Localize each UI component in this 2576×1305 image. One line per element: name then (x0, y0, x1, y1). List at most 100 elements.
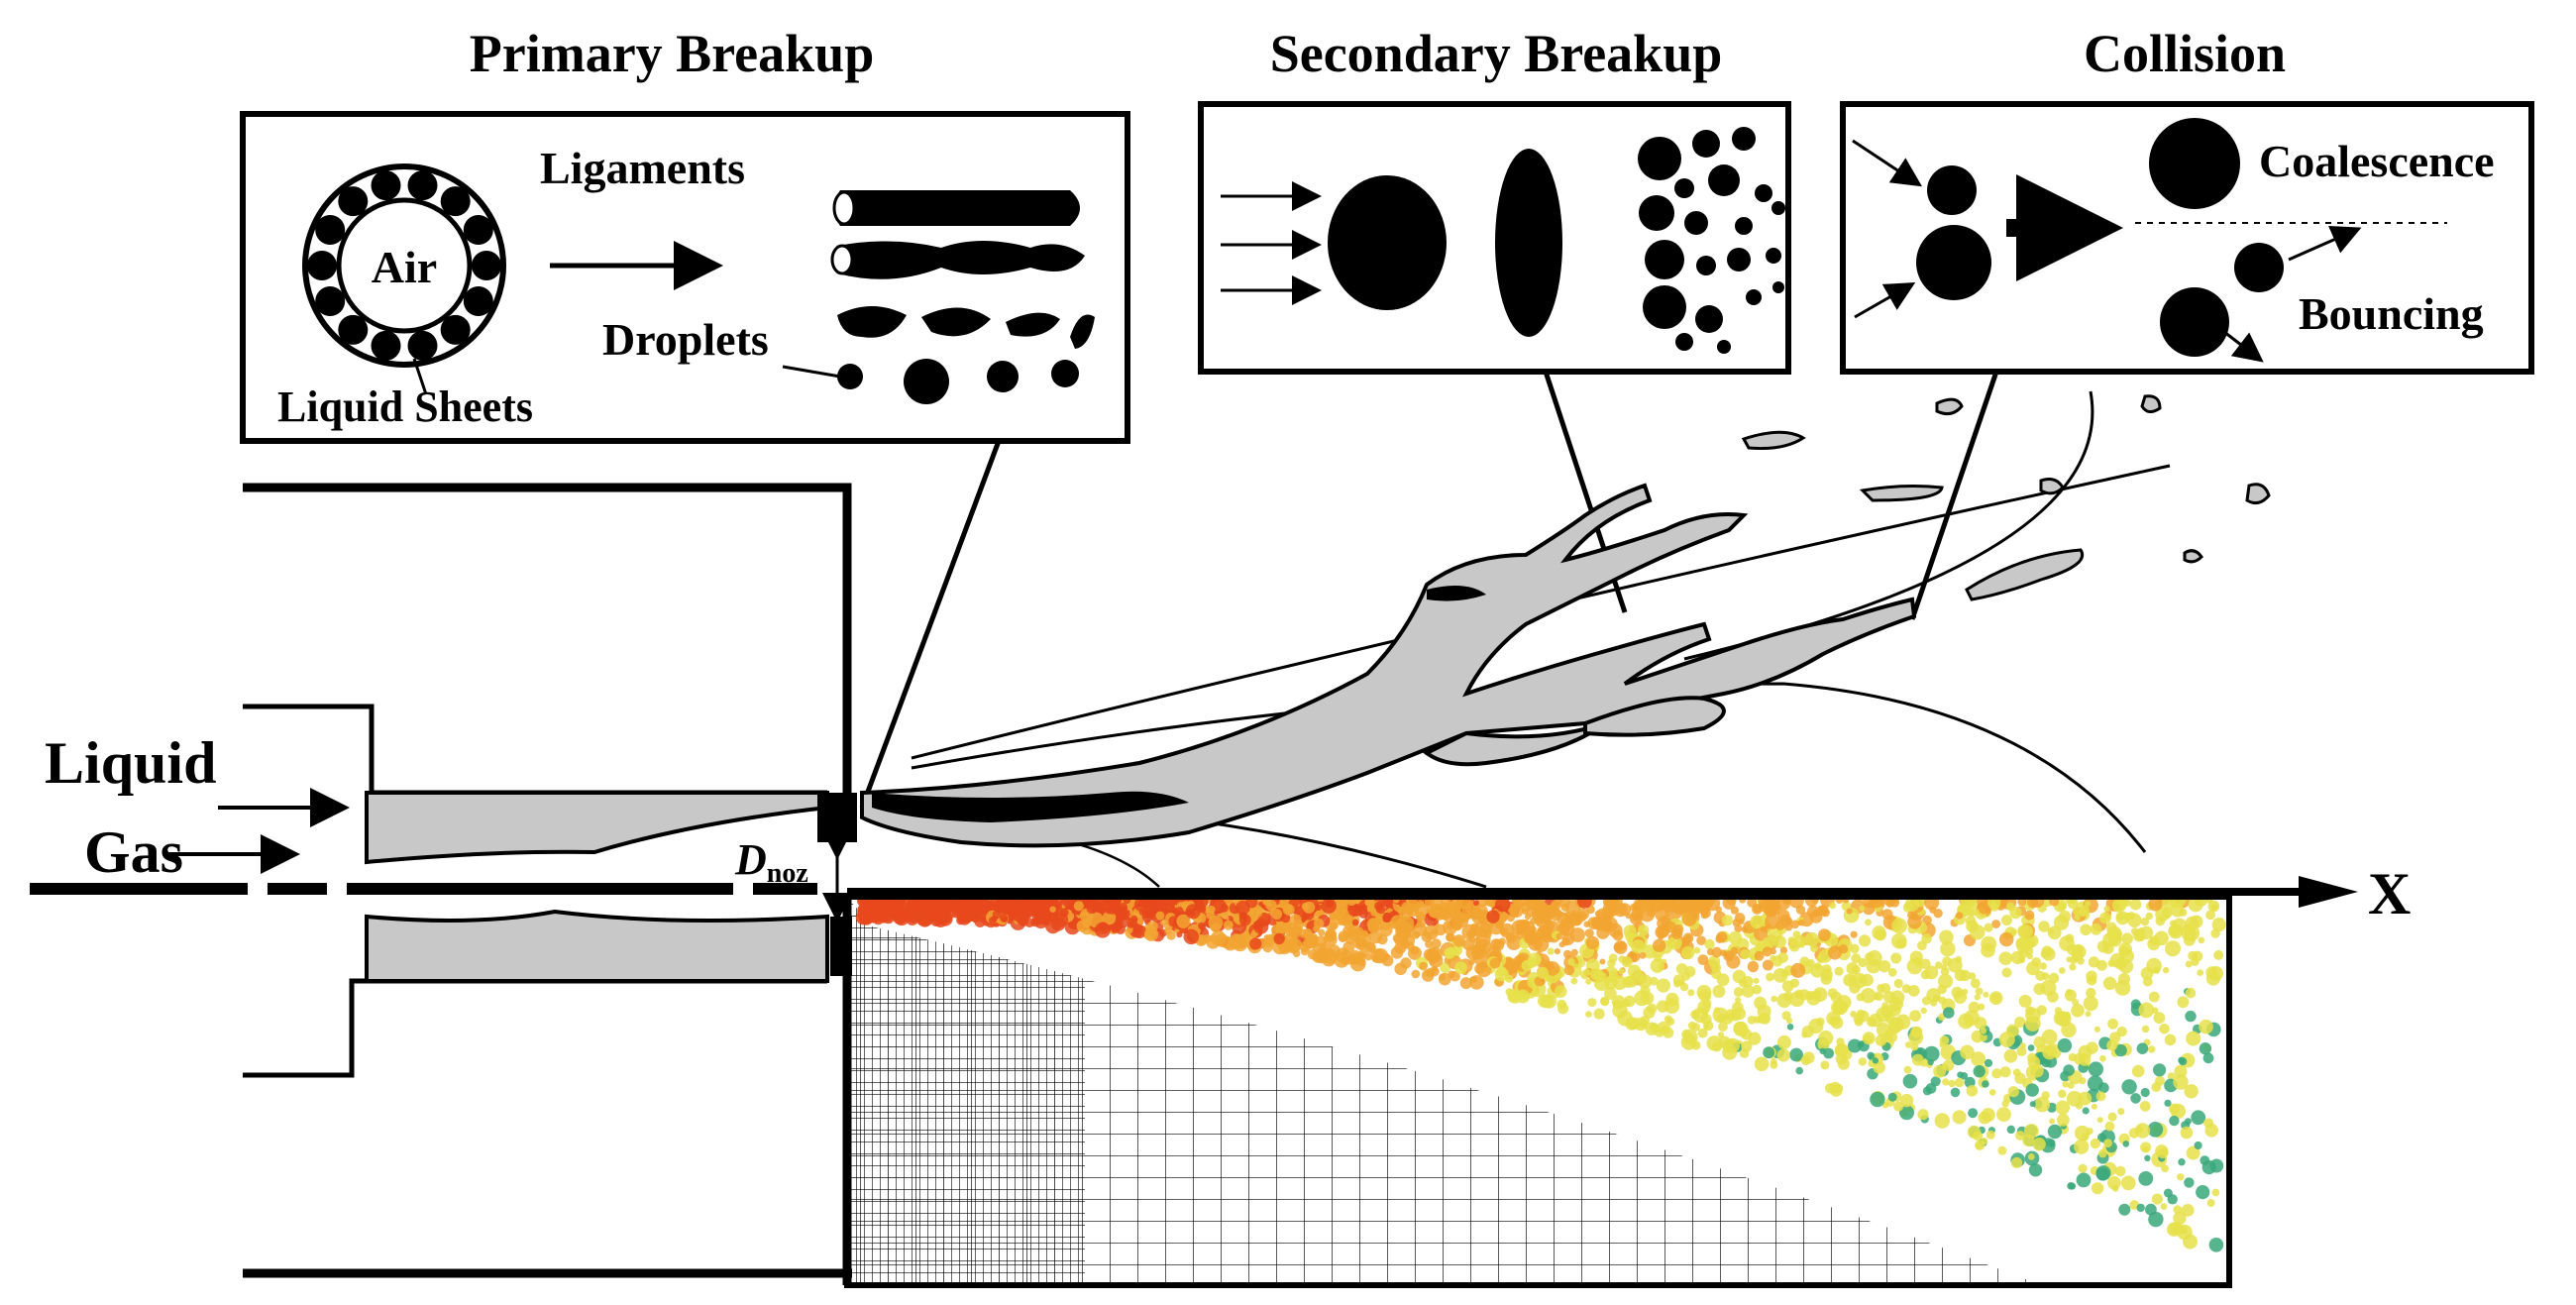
spray-particle (2058, 967, 2066, 974)
spray-particle (2121, 1079, 2137, 1095)
spray-particle (2107, 959, 2115, 967)
spray-particle (1990, 993, 2001, 1003)
spray-particle (1980, 1028, 1987, 1034)
spray-particle (2003, 1049, 2018, 1063)
spray-particle (2169, 1115, 2180, 1127)
spray-particle (1323, 932, 1338, 947)
spray-particle (2079, 1077, 2087, 1085)
spray-particle (1982, 1080, 1989, 1088)
spray-particle (1560, 903, 1569, 912)
spray-particle (2103, 1139, 2112, 1147)
spray-particle (1129, 915, 1138, 924)
spray-particle (2151, 1193, 2163, 1205)
spray-particle (1850, 1011, 1857, 1018)
spray-particle (2185, 960, 2193, 968)
spray-particle (1920, 1007, 1927, 1015)
spray-particle (2030, 1063, 2044, 1078)
spray-particle (1419, 961, 1428, 971)
spray-particle (2041, 1029, 2058, 1045)
spray-particle (1618, 903, 1632, 917)
spray-particle (1940, 940, 1956, 957)
spray-particle (1417, 919, 1426, 928)
spray-particle (2057, 1113, 2070, 1127)
spray-particle (1866, 950, 1882, 966)
spray-particle (1807, 905, 1820, 919)
spray-particle (1501, 912, 1509, 921)
spray-particle (2017, 924, 2029, 937)
spray-particle (1998, 1032, 2015, 1047)
spray-particle (1795, 1066, 1803, 1075)
spray-particle (964, 897, 979, 912)
spray-particle (1185, 904, 1201, 920)
spray-particle (2007, 1086, 2019, 1098)
spray-particle (1790, 962, 1806, 978)
spray-particle (1875, 1034, 1887, 1046)
spray-particle (1716, 973, 1730, 987)
spray-particle (1273, 932, 1285, 945)
spray-particle (1789, 1047, 1803, 1062)
spray-particle (1762, 936, 1775, 949)
spray-particle (1545, 961, 1560, 976)
spray-particle (1770, 955, 1776, 962)
spray-particle (1453, 916, 1464, 925)
spray-particle (1667, 935, 1682, 950)
spray-particle (1927, 1058, 1934, 1066)
fragment-droplet (1684, 211, 1708, 235)
spray-particle (1351, 919, 1359, 926)
spray-particle (1971, 1051, 1986, 1067)
liquid-sheet-ring (302, 163, 506, 368)
spray-particle (2086, 970, 2097, 982)
spray-particle (2026, 953, 2033, 960)
spray-particle (1983, 991, 1989, 998)
spray-particle (2095, 1091, 2106, 1102)
spray-particle (2138, 1171, 2154, 1186)
secondary-breakup-title: Secondary Breakup (1270, 24, 1723, 83)
spray-particle (2141, 1025, 2150, 1033)
spray-particle (1999, 1066, 2011, 1078)
spray-particle (2027, 1044, 2035, 1051)
spray-particle (2140, 917, 2150, 926)
spray-particle (2095, 1167, 2109, 1181)
spray-particle (1974, 1017, 1987, 1030)
spray-particle (1903, 1065, 1912, 1074)
spray-particle (1640, 907, 1656, 923)
spray-particle (1375, 904, 1386, 915)
fragment-droplet (1717, 340, 1731, 354)
spray-particle (1535, 909, 1542, 917)
spray-particle (1338, 930, 1349, 942)
spray-particle (2140, 1087, 2150, 1098)
spray-particle (1706, 1035, 1722, 1051)
spray-particle (1454, 961, 1467, 975)
spray-particle (1912, 957, 1923, 967)
spray-particle (2068, 1052, 2078, 1062)
spray-particle (2065, 989, 2073, 997)
spray-particle (1249, 931, 1257, 938)
ring-droplet (371, 330, 401, 361)
spray-particle (1621, 956, 1633, 968)
spray-particle (1942, 956, 1952, 966)
primary-breakup-title: Primary Breakup (470, 24, 874, 83)
spray-particle (1909, 1010, 1921, 1023)
spray-particle (1741, 984, 1755, 998)
spray-particle (1706, 948, 1715, 956)
spray-particle (2169, 1222, 2184, 1237)
spray-particle (1136, 918, 1144, 925)
spray-particle (2047, 1124, 2063, 1140)
spray-particle (1635, 970, 1645, 980)
spray-particle (1818, 928, 1831, 941)
fragmented-droplets (1638, 127, 1785, 354)
spray-particle (1981, 1138, 1988, 1145)
spray-particle (2039, 962, 2047, 970)
spray-particle (1974, 994, 1981, 1001)
spray-particle (1625, 913, 1632, 920)
spray-particle (903, 904, 910, 911)
spray-particle (2041, 945, 2053, 957)
spray-particle (1942, 1078, 1950, 1086)
spray-particle (1567, 958, 1575, 966)
spray-particle (2136, 1203, 2145, 1213)
spray-particle (2201, 1160, 2216, 1175)
spray-particle (1920, 958, 1931, 970)
spray-particle (2107, 1018, 2119, 1030)
ring-droplet (307, 251, 337, 280)
spray-particle (1721, 915, 1733, 926)
